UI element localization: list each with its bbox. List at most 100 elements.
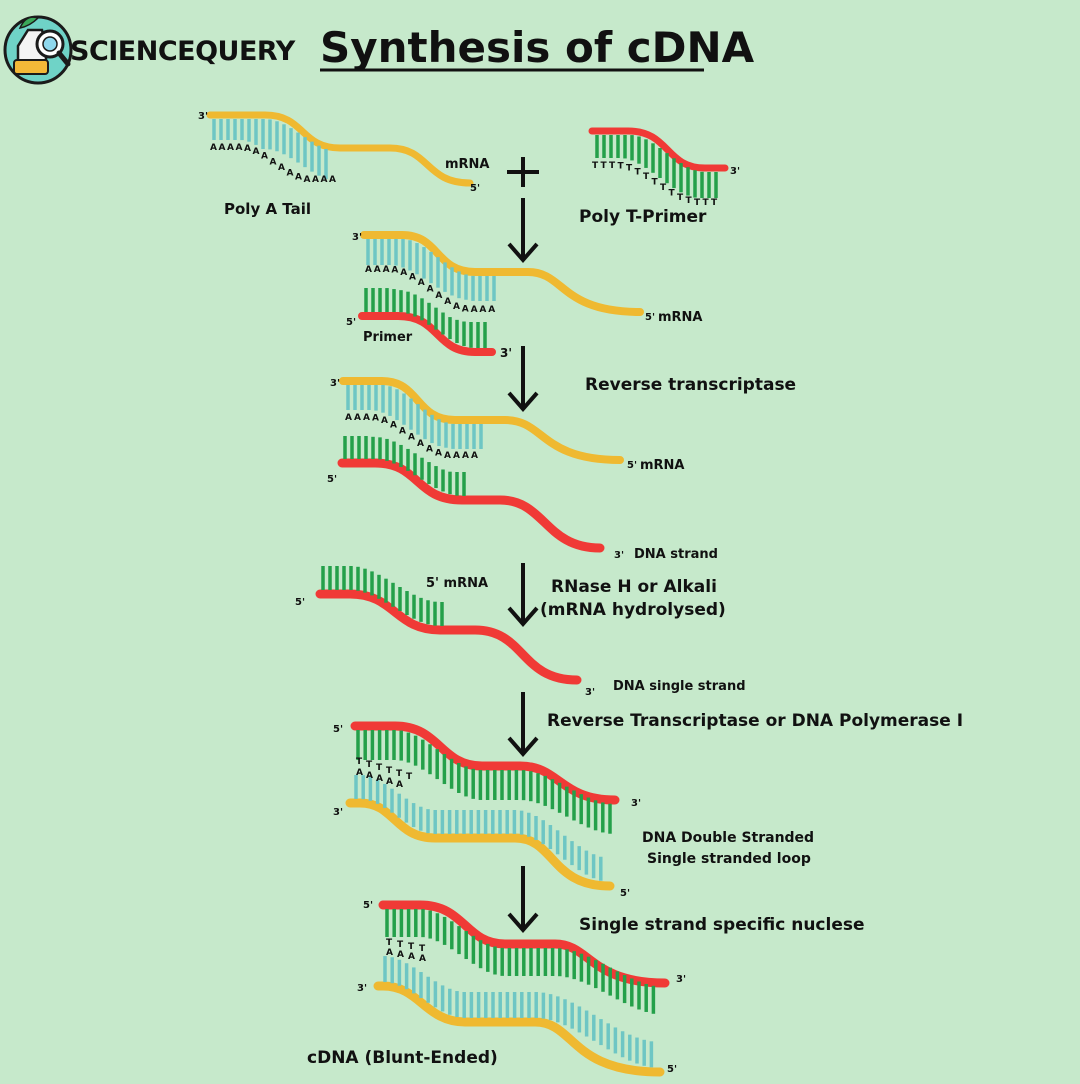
dna-strand-label: DNA strand bbox=[634, 547, 718, 562]
end-label: 3' bbox=[333, 807, 343, 818]
nucleotide-letter: A bbox=[390, 421, 397, 431]
arrow-down-icon bbox=[507, 866, 539, 934]
nucleotide-letter: T bbox=[592, 161, 599, 171]
primer-strand-1 bbox=[588, 127, 729, 172]
page-title: Synthesis of cDNA bbox=[320, 23, 755, 72]
mrna-label: mRNA bbox=[445, 157, 490, 172]
nucleotide-letter: A bbox=[427, 285, 434, 295]
complement-strand-6 bbox=[373, 981, 665, 1077]
nucleotide-letter: A bbox=[253, 147, 260, 157]
nucleotide-letter: A bbox=[329, 175, 336, 185]
end-label: 3' bbox=[614, 550, 624, 561]
nucleotide-letter: A bbox=[417, 439, 424, 449]
nucleotide-letter: A bbox=[227, 143, 234, 153]
end-label: 3' bbox=[500, 346, 512, 360]
nucleotide-letter: A bbox=[488, 305, 495, 315]
nucleotide-letter: A bbox=[270, 157, 277, 167]
enzyme-label: Reverse Transcriptase or DNA Polymerase … bbox=[547, 711, 963, 731]
nucleotide-letter: T bbox=[694, 198, 701, 208]
arrow-down-icon bbox=[507, 346, 539, 413]
end-label: 5' bbox=[295, 597, 305, 608]
nucleotide-letter: A bbox=[366, 771, 373, 781]
nucleotide-letter: T bbox=[408, 942, 415, 952]
nucleotide-letter: A bbox=[354, 413, 361, 423]
nucleotide-letter: T bbox=[601, 161, 608, 171]
end-label: 5' bbox=[327, 474, 337, 485]
nucleotide-letter: T bbox=[686, 196, 693, 206]
nucleotide-letter: A bbox=[471, 451, 478, 461]
loop-label: Single stranded loop bbox=[647, 851, 811, 867]
nucleotide-letter: A bbox=[391, 265, 398, 275]
mrna-strand-2 bbox=[360, 231, 644, 316]
end-label: 5' bbox=[620, 888, 630, 899]
nucleotide-letter: A bbox=[219, 143, 226, 153]
nucleotide-letter: A bbox=[435, 449, 442, 459]
nucleotide-letter: A bbox=[435, 291, 442, 301]
nucleotide-letter: A bbox=[400, 268, 407, 278]
nucleotide-letter: A bbox=[304, 175, 311, 185]
nucleotide-letter: A bbox=[295, 173, 302, 183]
enzyme-label: Reverse transcriptase bbox=[585, 375, 796, 395]
arrow-down-icon bbox=[507, 692, 539, 758]
arrow-down-icon bbox=[507, 198, 539, 264]
enzyme-label-line1: RNase H or Alkali bbox=[551, 577, 717, 597]
dna-strand-4 bbox=[315, 589, 582, 685]
nucleotide-letter: A bbox=[409, 272, 416, 282]
nucleotide-letter: T bbox=[711, 198, 718, 208]
end-label: 3' bbox=[676, 974, 686, 985]
nucleotide-letter: A bbox=[261, 152, 268, 162]
dna-strand-3 bbox=[337, 458, 605, 553]
nucleotide-letter: T bbox=[386, 938, 393, 948]
arrow-down-icon bbox=[507, 563, 539, 628]
nucleotide-letter: A bbox=[386, 777, 393, 787]
nucleotide-letter: A bbox=[372, 413, 379, 423]
end-label: 5' bbox=[470, 183, 480, 194]
end-label: 3' bbox=[585, 687, 595, 698]
nucleotide-letter: T bbox=[366, 760, 373, 770]
nucleotide-letter: T bbox=[652, 178, 659, 188]
double-stranded-label: DNA Double Stranded bbox=[642, 830, 814, 846]
nucleotide-letter: A bbox=[381, 416, 388, 426]
nucleotide-letter: T bbox=[703, 198, 710, 208]
nucleotide-letter: A bbox=[244, 144, 251, 154]
nucleotide-letter: A bbox=[408, 952, 415, 962]
nucleotide-letter: A bbox=[419, 954, 426, 964]
nucleotide-letter: A bbox=[397, 950, 404, 960]
nucleotide-letter: T bbox=[635, 167, 642, 177]
nucleotide-letter: A bbox=[210, 143, 217, 153]
nucleotide-letter: T bbox=[386, 766, 393, 776]
poly-t-primer-label: Poly T-Primer bbox=[579, 207, 707, 227]
nucleotide-letter: A bbox=[462, 451, 469, 461]
nucleotide-letter: A bbox=[383, 265, 390, 275]
nucleotide-letter: T bbox=[626, 164, 633, 174]
end-label: 5' bbox=[667, 1064, 677, 1075]
complement-strand-5 bbox=[345, 798, 615, 891]
nucleotide-letter: T bbox=[660, 183, 667, 193]
nucleotide-letter: A bbox=[312, 175, 319, 185]
nucleotide-letter: A bbox=[278, 163, 285, 173]
nucleotide-letter: T bbox=[396, 769, 403, 779]
end-label: 3' bbox=[198, 111, 208, 122]
nucleotide-letter: A bbox=[356, 768, 363, 778]
nucleotide-letter: A bbox=[236, 143, 243, 153]
nucleotide-letter: T bbox=[669, 188, 676, 198]
dna-strand-6 bbox=[378, 900, 670, 988]
nucleotide-letter: A bbox=[345, 413, 352, 423]
enzyme-label: Single strand specific nuclese bbox=[579, 915, 865, 935]
nucleotide-letter: T bbox=[356, 757, 363, 767]
nucleotide-letter: A bbox=[287, 168, 294, 178]
result-label: cDNA (Blunt-Ended) bbox=[307, 1048, 498, 1068]
nucleotide-letter: A bbox=[453, 451, 460, 461]
nucleotide-letter: A bbox=[396, 780, 403, 790]
mrna-label: mRNA bbox=[640, 458, 685, 473]
nucleotide-letter: A bbox=[426, 445, 433, 455]
nucleotide-letter: A bbox=[471, 305, 478, 315]
mrna-strand-3 bbox=[339, 377, 624, 464]
nucleotide-letter: T bbox=[376, 763, 383, 773]
primer-strand-2 bbox=[358, 312, 496, 356]
sciencequery-logo bbox=[3, 15, 73, 85]
nucleotide-letter: A bbox=[365, 265, 372, 275]
